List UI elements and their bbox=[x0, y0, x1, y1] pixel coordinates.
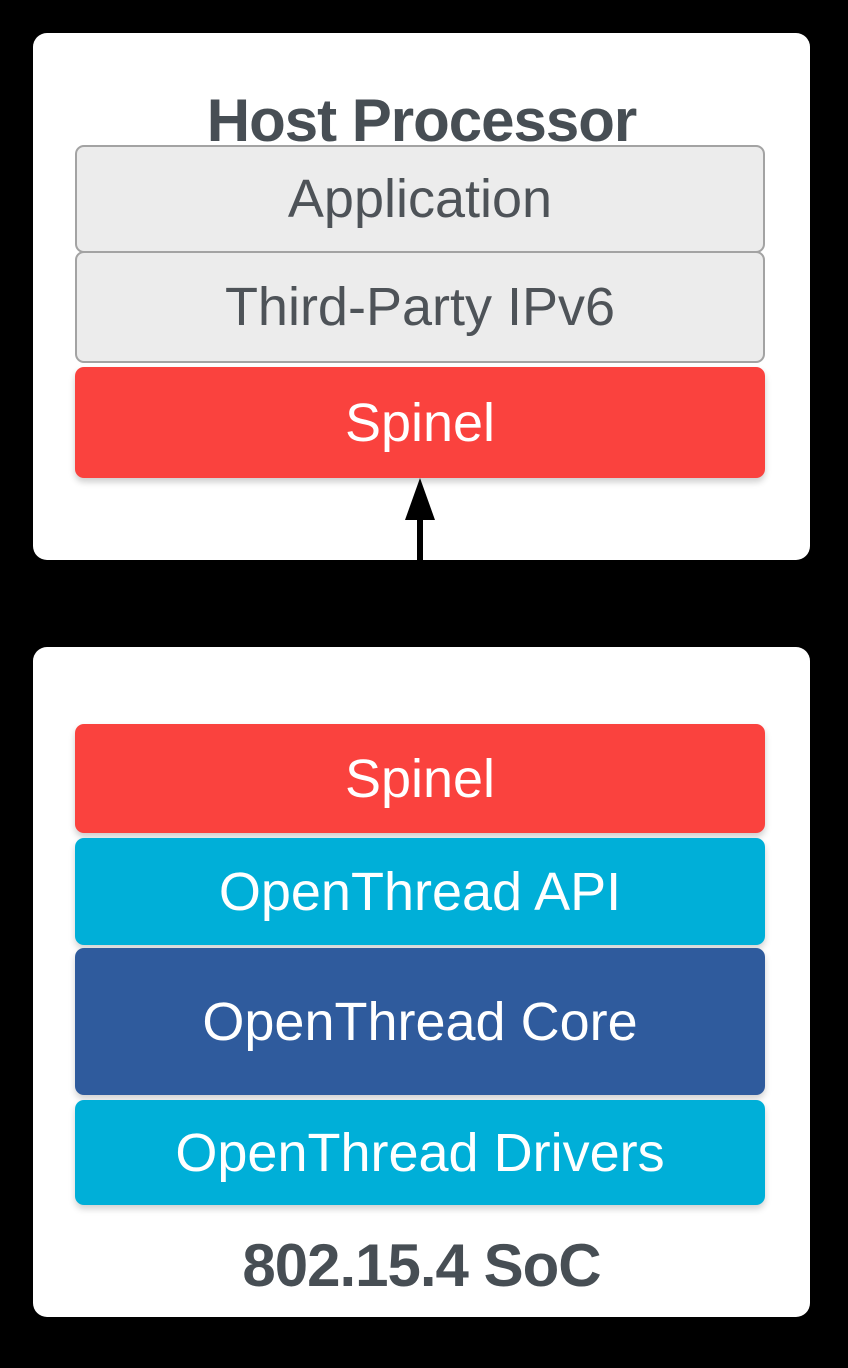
layer-openthread-api-label: OpenThread API bbox=[218, 861, 622, 922]
layer-openthread-api: OpenThread API bbox=[75, 838, 765, 945]
soc-card-title: 802.15.4 SoC bbox=[242, 1232, 601, 1299]
soc-card: Spinel OpenThread API OpenThread Core Op… bbox=[33, 647, 810, 1317]
layer-application-label: Application bbox=[287, 169, 553, 229]
layer-application: Application bbox=[75, 145, 765, 253]
layer-spinel-host-label: Spinel bbox=[344, 392, 496, 453]
layer-openthread-drivers: OpenThread Drivers bbox=[75, 1100, 765, 1205]
host-card-title: Host Processor bbox=[206, 87, 638, 154]
layer-openthread-core-label: OpenThread Core bbox=[202, 991, 638, 1052]
layer-spinel-soc-label: Spinel bbox=[344, 748, 496, 809]
layer-third-party-ipv6: Third-Party IPv6 bbox=[75, 251, 765, 363]
host-processor-card: Host Processor Application Third-Party I… bbox=[33, 33, 810, 560]
layer-openthread-drivers-label: OpenThread Drivers bbox=[175, 1122, 665, 1183]
layer-spinel-host: Spinel bbox=[75, 367, 765, 478]
layer-openthread-core: OpenThread Core bbox=[75, 948, 765, 1095]
layer-spinel-soc: Spinel bbox=[75, 724, 765, 833]
layer-third-party-ipv6-label: Third-Party IPv6 bbox=[224, 277, 616, 337]
